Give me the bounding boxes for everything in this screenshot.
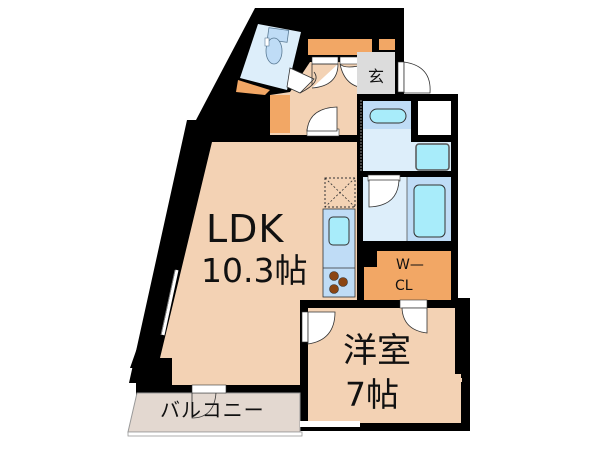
genkan-label: 玄 bbox=[368, 67, 385, 86]
storage-shelf-top bbox=[308, 39, 372, 55]
storage-hall bbox=[270, 95, 290, 133]
toilet-seat-hinge bbox=[264, 37, 270, 47]
stove-burner-icon bbox=[329, 271, 339, 281]
toilet-icon bbox=[265, 37, 283, 65]
walk-in-closet-label-line1: W— bbox=[396, 257, 424, 273]
storage-washroom bbox=[418, 101, 451, 135]
toilet-door-swing bbox=[299, 71, 317, 94]
ldk-label: LDK bbox=[206, 207, 285, 251]
bath-door-swing bbox=[368, 179, 400, 208]
youshitsu-label: 洋室 bbox=[343, 331, 411, 371]
stove-burner-icon bbox=[329, 284, 339, 294]
washing-machine-icon bbox=[415, 143, 450, 171]
walk-in-closet-label-line2: CL bbox=[395, 278, 413, 294]
washbasin-icon bbox=[369, 108, 407, 124]
balcony-rail bbox=[127, 431, 303, 437]
wcl-door-swing bbox=[401, 307, 428, 334]
wall-bath-wcl bbox=[357, 241, 455, 251]
ldk-window-line bbox=[160, 269, 176, 336]
youshitsu-ext bbox=[430, 308, 461, 423]
fridge-x2 bbox=[324, 177, 356, 208]
genkan bbox=[357, 52, 395, 94]
walk-in-closet bbox=[364, 251, 451, 300]
ldk-window bbox=[161, 269, 179, 336]
bathtub-icon bbox=[413, 184, 446, 238]
closet-door-left-swing bbox=[311, 63, 339, 89]
wcl-door-frame bbox=[399, 299, 428, 309]
balcony-door-frame bbox=[191, 384, 227, 394]
storage-shelf-top-right bbox=[379, 39, 395, 50]
ldk-size-label: 10.3帖 bbox=[201, 251, 308, 290]
front-door-frame bbox=[397, 61, 405, 93]
fridge-space-icon bbox=[324, 177, 356, 208]
closet-door-left bbox=[311, 56, 339, 65]
ldk-room bbox=[150, 142, 357, 385]
washroom-wall-inner bbox=[411, 95, 418, 141]
youshitsu-door-swing bbox=[307, 311, 336, 345]
youshitsu-room bbox=[308, 308, 462, 423]
youshitsu-size-label: 7帖 bbox=[345, 375, 399, 414]
washroom-wall-inner2 bbox=[411, 135, 455, 142]
balcony-door-swing bbox=[191, 392, 217, 419]
front-door-swing bbox=[403, 61, 431, 94]
stove-burner-icon bbox=[338, 277, 348, 287]
wall-ldk-youshitsu bbox=[300, 300, 455, 308]
ldk-pillar bbox=[142, 358, 172, 385]
youshitsu-door-frame bbox=[301, 311, 309, 343]
wall-wash-bath bbox=[357, 171, 455, 177]
storage-left bbox=[236, 80, 270, 95]
kitchen-sink-icon bbox=[328, 216, 350, 246]
balcony-label: バルコニー bbox=[160, 398, 265, 422]
ldk-door-swing bbox=[306, 106, 338, 132]
